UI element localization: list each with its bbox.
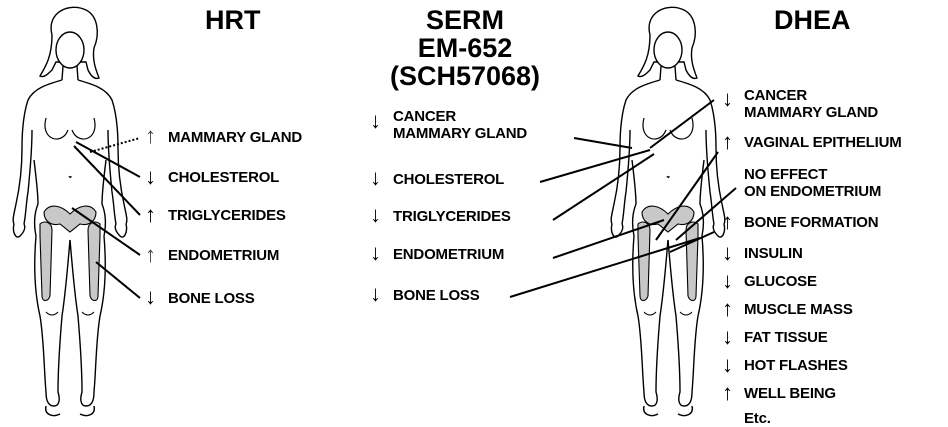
- up-arrow-icon: ↑: [145, 244, 156, 266]
- hrt-woman-figure: [13, 7, 127, 415]
- up-arrow-icon: ↑: [145, 125, 156, 147]
- serm-effect-label: TRIGLYCERIDES: [393, 208, 511, 225]
- dhea-title: DHEA: [774, 6, 851, 34]
- up-arrow-icon: ↑: [722, 211, 733, 233]
- dhea-effect-label: HOT FLASHES: [744, 357, 848, 374]
- up-arrow-icon: ↑: [145, 204, 156, 226]
- down-arrow-icon: ↓: [370, 242, 381, 264]
- down-arrow-icon: ↓: [370, 110, 381, 132]
- serm-effect-label-cancer: CANCER MAMMARY GLAND: [393, 108, 527, 142]
- up-arrow-icon: ↑: [722, 131, 733, 153]
- serm-title-line-3: (SCH57068): [385, 62, 545, 90]
- down-arrow-icon: ↓: [370, 283, 381, 305]
- down-arrow-icon: ↓: [722, 88, 733, 110]
- dhea-effect-label: CANCER MAMMARY GLAND: [744, 87, 878, 121]
- down-arrow-icon: ↓: [722, 270, 733, 292]
- serm-effect-label: BONE LOSS: [393, 287, 480, 304]
- dhea-effect-label: NO EFFECT ON ENDOMETRIUM: [744, 166, 881, 200]
- down-arrow-icon: ↓: [722, 326, 733, 348]
- hrt-title: HRT: [205, 6, 261, 34]
- serm-title-line-1: SERM: [385, 6, 545, 34]
- down-arrow-icon: ↓: [145, 286, 156, 308]
- dhea-effect-label: INSULIN: [744, 245, 803, 262]
- up-arrow-icon: ↑: [722, 382, 733, 404]
- serm-effect-label: ENDOMETRIUM: [393, 246, 504, 263]
- hrt-effect-label: BONE LOSS: [168, 290, 255, 307]
- serm-title-line-2: EM-652: [385, 34, 545, 62]
- down-arrow-icon: ↓: [722, 242, 733, 264]
- hrt-effect-label: ENDOMETRIUM: [168, 247, 279, 264]
- hrt-effect-label: MAMMARY GLAND: [168, 129, 302, 146]
- dhea-effect-label: MUSCLE MASS: [744, 301, 853, 318]
- down-arrow-icon: ↓: [370, 167, 381, 189]
- dhea-effect-label: WELL BEING: [744, 385, 836, 402]
- hrt-effect-label: CHOLESTEROL: [168, 169, 279, 186]
- hrt-effect-label: TRIGLYCERIDES: [168, 207, 286, 224]
- dhea-effect-label: FAT TISSUE: [744, 329, 828, 346]
- dhea-effect-label: VAGINAL EPITHELIUM: [744, 134, 902, 151]
- dhea-effect-label: BONE FORMATION: [744, 214, 878, 231]
- down-arrow-icon: ↓: [370, 204, 381, 226]
- down-arrow-icon: ↓: [722, 354, 733, 376]
- serm-effect-label: CHOLESTEROL: [393, 171, 504, 188]
- up-arrow-icon: ↑: [722, 298, 733, 320]
- down-arrow-icon: ↓: [145, 166, 156, 188]
- serm-title: SERM EM-652 (SCH57068): [385, 6, 545, 90]
- dhea-effect-label: GLUCOSE: [744, 273, 817, 290]
- dhea-etc-label: Etc.: [744, 410, 771, 427]
